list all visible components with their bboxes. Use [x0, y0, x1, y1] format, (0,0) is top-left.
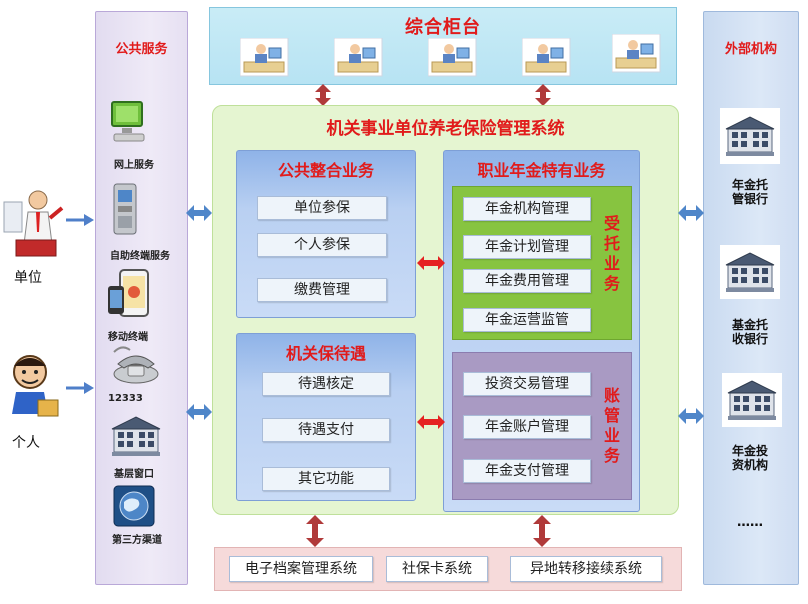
- external-more: ……: [737, 515, 763, 530]
- item-annuity-plan-management[interactable]: 年金计划管理: [463, 235, 591, 259]
- computer-icon: [108, 98, 152, 146]
- item-contribution-management[interactable]: 缴费管理: [257, 278, 387, 302]
- item-benefit-approval[interactable]: 待遇核定: [262, 372, 390, 396]
- services-main-double-arrow: [186, 205, 212, 221]
- svc-label-online: 网上服务: [114, 160, 154, 171]
- svc-label-mobile: 移动终端: [108, 332, 148, 343]
- custodian-bank-building-icon: [720, 108, 780, 164]
- investment-institution-building-icon: [722, 373, 782, 427]
- kiosk-icon: [108, 182, 142, 236]
- individual-person-icon: [2, 352, 64, 422]
- counter-clerk-icon: [334, 38, 383, 77]
- account-management-label: 账管业务: [603, 386, 620, 465]
- item-individual-enrollment[interactable]: 个人参保: [257, 233, 387, 257]
- item-transfer-continuation-system[interactable]: 异地转移接续系统: [510, 556, 662, 582]
- item-annuity-operation-supervision[interactable]: 年金运营监管: [463, 308, 591, 332]
- svc-label-hotline: 12333: [108, 393, 143, 404]
- item-other-functions[interactable]: 其它功能: [262, 467, 390, 491]
- actor-label-organization: 单位: [14, 270, 42, 286]
- svc-label-third-party: 第三方渠道: [112, 535, 162, 546]
- main-external-double-arrow: [678, 408, 704, 424]
- counter-clerk-icon: [612, 34, 661, 73]
- counter-main-double-arrow: [535, 84, 551, 106]
- item-benefit-payment[interactable]: 待遇支付: [262, 418, 390, 442]
- item-e-archive-system[interactable]: 电子档案管理系统: [229, 556, 373, 582]
- inner-double-arrow: [417, 415, 445, 429]
- integrated-counter-title: 综合柜台: [405, 17, 481, 38]
- item-annuity-account-management[interactable]: 年金账户管理: [463, 415, 591, 439]
- counter-clerk-icon: [428, 38, 477, 77]
- main-bottom-double-arrow: [306, 515, 324, 547]
- telephone-icon: [108, 342, 160, 386]
- item-investment-trading-management[interactable]: 投资交易管理: [463, 372, 591, 396]
- mobile-device-icon: [106, 268, 156, 322]
- actor-label-individual: 个人: [12, 435, 40, 451]
- building-icon: [108, 412, 164, 460]
- public-integration-title: 公共整合业务: [277, 161, 374, 180]
- integrated-counter: 综合柜台: [209, 7, 677, 85]
- external-label-collection-bank: 基金托 收银行: [731, 318, 768, 346]
- external-label-investment-institution: 年金投 资机构: [731, 444, 768, 472]
- globe-icon: [112, 484, 156, 528]
- item-annuity-payment-management[interactable]: 年金支付管理: [463, 459, 591, 483]
- item-unit-enrollment[interactable]: 单位参保: [257, 196, 387, 220]
- collection-bank-building-icon: [720, 245, 780, 299]
- svc-label-branch: 基层窗口: [114, 469, 154, 480]
- external-label-custodian-bank: 年金托 管银行: [731, 178, 768, 206]
- counter-clerk-icon: [240, 38, 289, 77]
- organization-person-icon: [2, 188, 66, 258]
- main-bottom-double-arrow: [533, 515, 551, 547]
- svc-label-kiosk: 自助终端服务: [110, 251, 170, 262]
- occupational-annuity-title: 职业年金特有业务: [477, 161, 606, 180]
- public-service-title: 公共服务: [115, 42, 168, 57]
- services-main-double-arrow: [186, 404, 212, 420]
- external-agencies-title: 外部机构: [724, 42, 777, 57]
- item-annuity-fee-management[interactable]: 年金费用管理: [463, 269, 591, 293]
- trustee-business-label: 受托业务: [603, 214, 620, 293]
- counter-clerk-icon: [522, 38, 571, 77]
- agency-treatment-title: 机关保待遇: [285, 344, 366, 363]
- counter-main-double-arrow: [315, 84, 331, 106]
- main-external-double-arrow: [678, 205, 704, 221]
- organization-to-services-arrow: [66, 214, 94, 226]
- item-social-security-card-system[interactable]: 社保卡系统: [386, 556, 488, 582]
- individual-to-services-arrow: [66, 382, 94, 394]
- main-system-title: 机关事业单位养老保险管理系统: [326, 119, 565, 139]
- inner-double-arrow: [417, 256, 445, 270]
- item-annuity-institution-management[interactable]: 年金机构管理: [463, 197, 591, 221]
